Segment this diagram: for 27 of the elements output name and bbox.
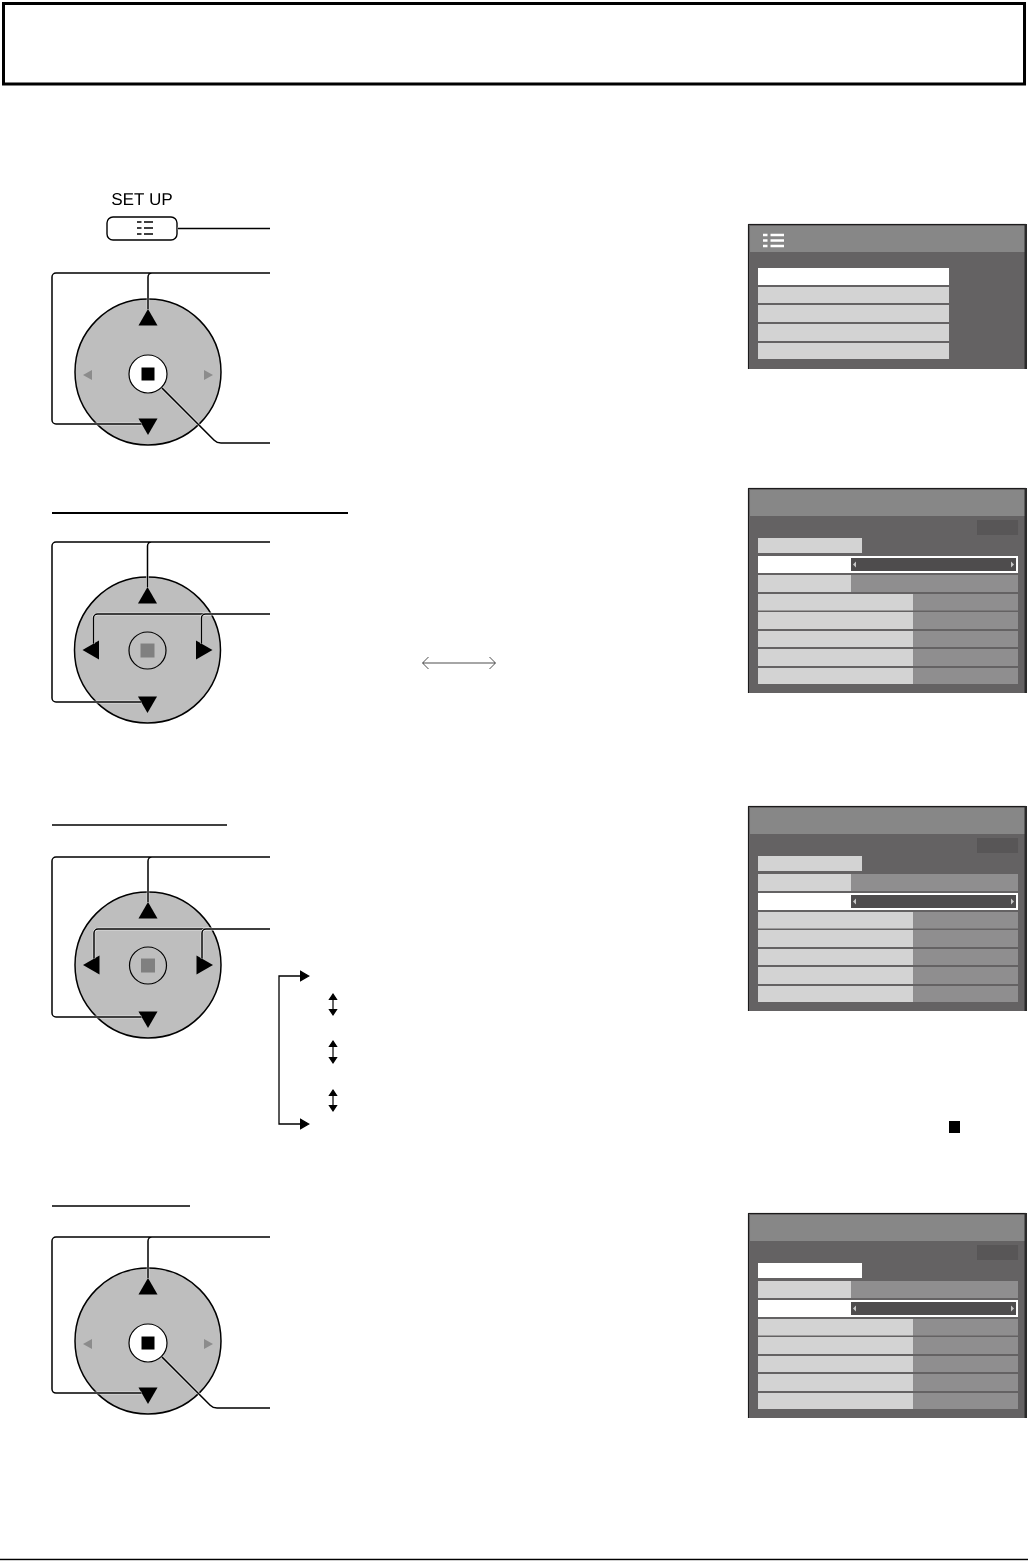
arrow-key [196, 640, 213, 660]
arrow-key [138, 418, 158, 435]
direction-pad [74, 298, 222, 446]
arrow-key [138, 1278, 158, 1295]
leader-line [176, 227, 271, 230]
arrow-key [82, 640, 99, 660]
leader-line [200, 612, 271, 645]
arrow-key [196, 955, 213, 975]
node-label: SET UP [112, 193, 172, 206]
leader-line [200, 927, 271, 960]
leader-line [50, 1235, 272, 1395]
leader-line [50, 855, 272, 1019]
leader-line [50, 271, 272, 426]
arrow-key [138, 902, 158, 919]
enter-button [128, 354, 168, 394]
leader-line [161, 1356, 271, 1410]
direction-pad [74, 1267, 222, 1415]
leader-line [50, 540, 272, 704]
leader-line [161, 387, 271, 445]
arrow-key [138, 1011, 158, 1028]
arrow-key [138, 1387, 158, 1404]
enter-button [128, 1323, 168, 1363]
arrow-key [138, 309, 158, 326]
arrow-key [83, 955, 100, 975]
arrow-key [138, 696, 158, 713]
arrow-key [138, 587, 158, 604]
setup-button: SET UP [106, 193, 178, 241]
